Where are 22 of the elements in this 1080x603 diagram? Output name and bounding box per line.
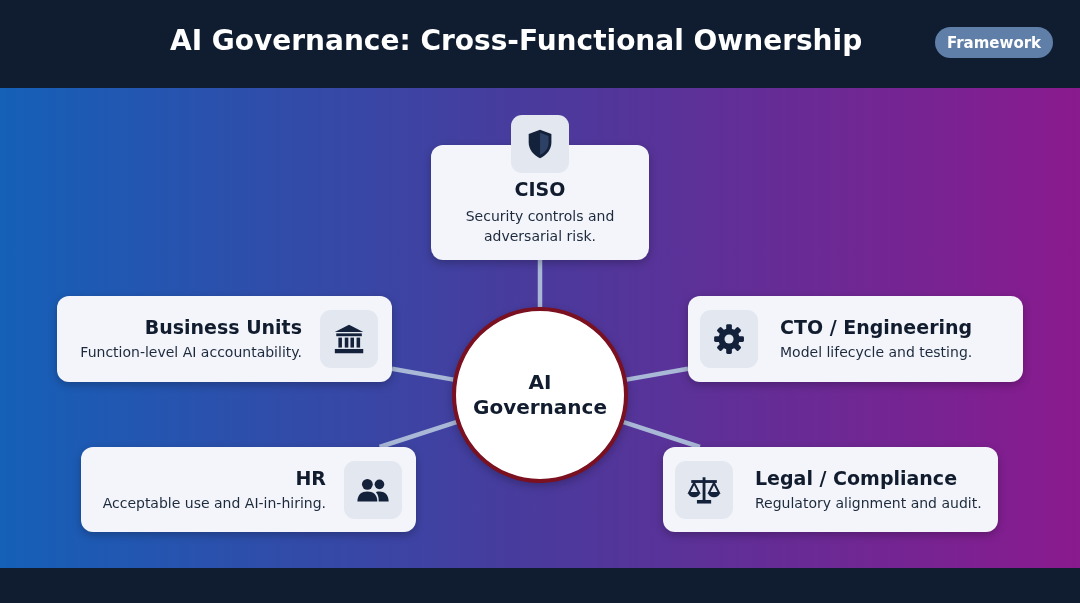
card-heading: CISO — [513, 178, 567, 200]
connector-line — [623, 420, 701, 450]
connector-line — [391, 366, 454, 382]
role-card — [663, 447, 998, 532]
connector-line — [626, 366, 689, 382]
card-description: Function-level AI accountability. — [80, 344, 302, 360]
card-heading: Legal / Compliance — [755, 467, 957, 489]
card-heading: CTO / Engineering — [780, 316, 973, 338]
connector-line — [378, 419, 457, 450]
card-heading: Business Units — [144, 316, 302, 338]
title: AI Governance: Cross-Functional Ownership — [170, 24, 863, 57]
role-card — [57, 296, 392, 382]
card-description: Security controls and adversarial risk. — [464, 207, 616, 247]
card-description: Model lifecycle and testing. — [780, 344, 973, 360]
card-description: Regulatory alignment and audit. — [755, 495, 982, 511]
hub-label: AI Governance — [472, 370, 608, 420]
role-card — [81, 447, 416, 532]
role-card — [688, 296, 1023, 382]
connector-line — [537, 260, 543, 307]
card-description: Acceptable use and AI-in-hiring. — [102, 495, 326, 511]
tag-badge: Framework — [935, 27, 1053, 58]
card-heading: HR — [295, 467, 326, 489]
